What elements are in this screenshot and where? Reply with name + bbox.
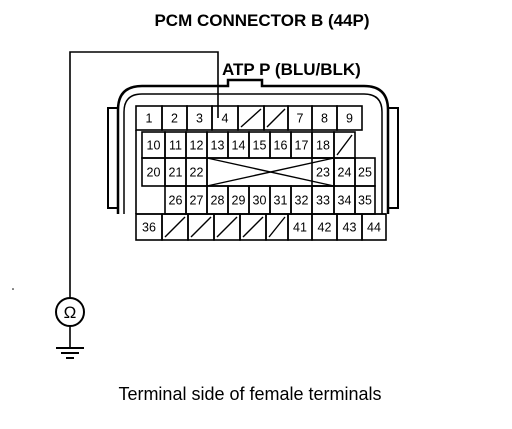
- pin-label: 44: [367, 221, 381, 235]
- terminal-15: 15: [248, 131, 271, 159]
- right-lock-tab: [387, 107, 399, 209]
- left-lock-tab: [107, 107, 119, 209]
- terminal-43: 43: [336, 213, 363, 241]
- pin-label: 8: [321, 112, 328, 126]
- pin-label: 41: [293, 221, 307, 235]
- terminal-21: 21: [164, 157, 187, 187]
- pin-label: 36: [142, 221, 156, 235]
- terminal-42: 42: [311, 213, 338, 241]
- terminal-35: 35: [354, 185, 376, 215]
- empty-cavity: [263, 105, 289, 131]
- terminal-1: 1: [135, 105, 163, 131]
- pin-label: 12: [190, 139, 204, 153]
- connector-housing: [116, 78, 390, 214]
- pin-label: 16: [274, 139, 288, 153]
- terminal-18: 18: [311, 131, 335, 159]
- terminal-11: 11: [164, 131, 187, 159]
- terminal-3: 3: [186, 105, 213, 131]
- pin-label: 43: [343, 221, 357, 235]
- ground-icon: [56, 347, 84, 359]
- terminal-36: 36: [135, 213, 163, 241]
- ohmmeter-symbol: [55, 297, 85, 327]
- pin-label: 24: [338, 166, 352, 180]
- terminal-13: 13: [206, 131, 229, 159]
- pin-label: 32: [295, 194, 309, 208]
- terminal-22: 22: [185, 157, 208, 187]
- pin-label: 9: [346, 112, 353, 126]
- pin-label: 21: [169, 166, 183, 180]
- pin-label: 20: [147, 166, 161, 180]
- terminal-41: 41: [287, 213, 313, 241]
- pin-label: 22: [190, 166, 204, 180]
- empty-cavity: [187, 213, 215, 241]
- terminal-4: 4: [211, 105, 239, 131]
- terminal-7: 7: [287, 105, 313, 131]
- pin-label: 28: [211, 194, 225, 208]
- pin-label: 25: [358, 166, 372, 180]
- pin-label: 31: [274, 194, 288, 208]
- terminal-32: 32: [290, 185, 313, 215]
- terminal-9: 9: [336, 105, 363, 131]
- terminal-44: 44: [361, 213, 387, 241]
- pin-label: 15: [253, 139, 267, 153]
- terminal-20: 20: [141, 157, 166, 187]
- terminal-12: 12: [185, 131, 208, 159]
- pin-label: 14: [232, 139, 246, 153]
- diagram-title: PCM CONNECTOR B (44P): [154, 11, 369, 30]
- terminal-8: 8: [311, 105, 338, 131]
- terminal-25: 25: [354, 157, 376, 187]
- pin-label: 35: [358, 194, 372, 208]
- pin-label: 4: [222, 112, 229, 126]
- pin-label: 11: [169, 139, 182, 153]
- terminal-14: 14: [227, 131, 250, 159]
- pin-label: 18: [316, 139, 330, 153]
- pin-label: 3: [196, 112, 203, 126]
- meter-probe-wire: [69, 51, 219, 298]
- pin-label: 26: [169, 194, 183, 208]
- pin-label: 27: [190, 194, 204, 208]
- terminal-31: 31: [269, 185, 292, 215]
- pin-label: 29: [232, 194, 246, 208]
- connector-housing-inner: [123, 93, 383, 214]
- pin-label: 7: [297, 112, 304, 126]
- pin-label: 1: [146, 112, 153, 126]
- empty-cavity: [265, 213, 289, 241]
- terminal-27: 27: [185, 185, 208, 215]
- pin-label: 30: [253, 194, 267, 208]
- terminal-34: 34: [333, 185, 356, 215]
- empty-cavity: [239, 213, 267, 241]
- terminal-29: 29: [227, 185, 250, 215]
- empty-cavity: [237, 105, 265, 131]
- stray-dot: [12, 288, 14, 290]
- pin-label: 13: [211, 139, 225, 153]
- empty-cavity: [333, 131, 356, 159]
- pin-label: 34: [338, 194, 352, 208]
- empty-cavity: [161, 213, 189, 241]
- terminal-30: 30: [248, 185, 271, 215]
- pin-label: 23: [316, 166, 330, 180]
- terminal-2: 2: [161, 105, 188, 131]
- pin-label: 17: [295, 139, 309, 153]
- probe-label: ATP P (BLU/BLK): [222, 60, 361, 79]
- terminal-33: 33: [311, 185, 335, 215]
- terminal-16: 16: [269, 131, 292, 159]
- terminal-26: 26: [164, 185, 187, 215]
- pin-label: 42: [318, 221, 332, 235]
- empty-cavity: [213, 213, 241, 241]
- pin-label: 10: [147, 139, 161, 153]
- pin-label: 33: [316, 194, 330, 208]
- caption: Terminal side of female terminals: [118, 384, 381, 404]
- pin-label: 2: [171, 112, 178, 126]
- ohm-icon: Ω: [64, 303, 77, 322]
- terminal-17: 17: [290, 131, 313, 159]
- terminal-28: 28: [206, 185, 229, 215]
- terminal-10: 10: [141, 131, 166, 159]
- plugged-cavity-block: [206, 157, 335, 187]
- terminal-24: 24: [333, 157, 356, 187]
